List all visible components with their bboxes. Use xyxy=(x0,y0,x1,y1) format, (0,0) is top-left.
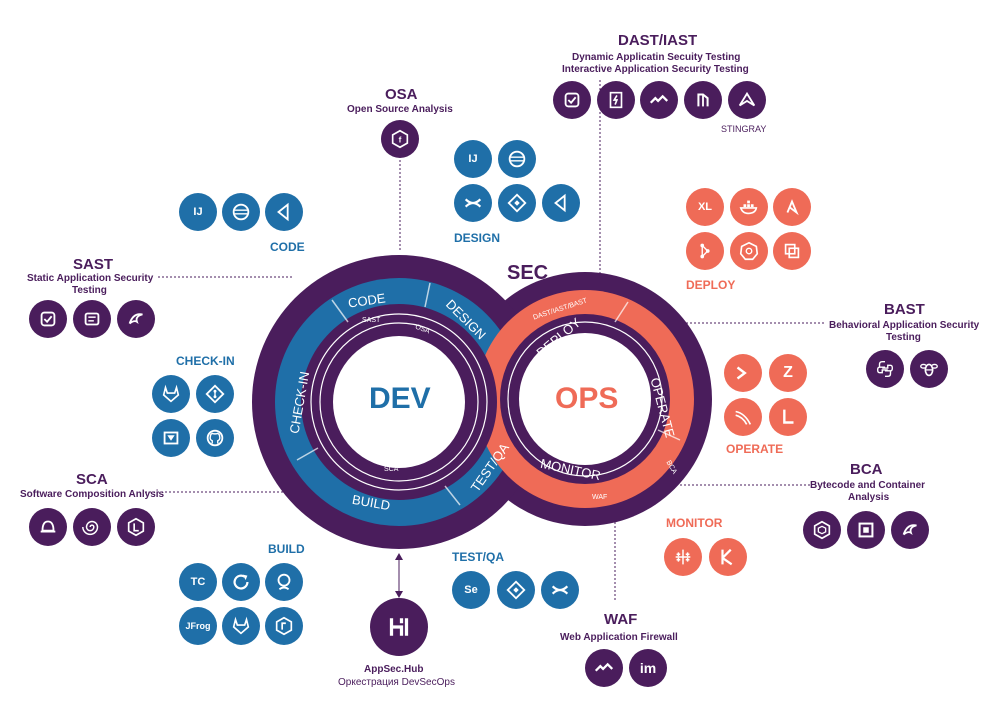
appsec-hub-logo-icon[interactable] xyxy=(370,598,428,656)
selenium-icon[interactable]: Se xyxy=(452,571,490,609)
jira-icon[interactable] xyxy=(497,571,535,609)
swoosh-logo-icon[interactable] xyxy=(724,398,762,436)
pipeline-icon[interactable] xyxy=(686,232,724,270)
eclipse-icon[interactable] xyxy=(498,140,536,178)
git-icon[interactable] xyxy=(196,375,234,413)
group-build-label: BUILD xyxy=(268,542,305,556)
inner-sast: SAST xyxy=(362,317,381,324)
elk-logo-icon[interactable] xyxy=(769,398,807,436)
sast-line1: Static Application Security xyxy=(27,273,154,284)
checkmark-shield-icon[interactable] xyxy=(29,300,67,338)
jenkins-icon[interactable] xyxy=(265,563,303,601)
square-frame-icon[interactable] xyxy=(847,511,885,549)
dev-label: DEV xyxy=(369,382,431,415)
tableau-icon[interactable] xyxy=(664,538,702,576)
gitlab-icon[interactable] xyxy=(222,607,260,645)
bee-icon[interactable] xyxy=(910,350,948,388)
bca-line1: Bytecode and Container xyxy=(810,480,926,491)
svg-text:f: f xyxy=(399,136,402,145)
group-deploy-label: DEPLOY xyxy=(686,278,736,292)
confluence-icon[interactable] xyxy=(541,571,579,609)
bca-title: BCA xyxy=(850,461,883,478)
teamcity-icon[interactable]: TC xyxy=(179,563,217,601)
github-icon[interactable] xyxy=(196,419,234,457)
bast-title: BAST xyxy=(884,301,925,318)
ops-label: OPS xyxy=(555,382,619,415)
osa-tool-icon[interactable]: f xyxy=(381,120,419,158)
osa-subtitle: Open Source Analysis xyxy=(347,104,453,115)
group-design-label: DESIGN xyxy=(454,231,501,245)
gitea-icon[interactable] xyxy=(152,419,190,457)
inner-sca: SCA xyxy=(384,466,399,473)
swirl-logo-icon[interactable] xyxy=(891,511,929,549)
spiral-logo-icon[interactable] xyxy=(73,508,111,546)
appsec-title: AppSec.Hub xyxy=(364,664,424,675)
bug-hat-icon[interactable] xyxy=(29,508,67,546)
imperva-icon[interactable]: im xyxy=(629,649,667,687)
circle-arrow-icon[interactable] xyxy=(222,563,260,601)
ops-center xyxy=(519,333,651,465)
stingray-icon[interactable] xyxy=(728,81,766,119)
zabbix-icon[interactable]: Z xyxy=(769,354,807,392)
kubernetes-icon[interactable] xyxy=(730,232,768,270)
openshift-cube-icon[interactable] xyxy=(773,232,811,270)
bast-line1: Behavioral Application Security xyxy=(829,320,980,331)
stingray-label: STINGRAY xyxy=(721,124,767,134)
python-icon[interactable] xyxy=(866,350,904,388)
netsparker-icon[interactable] xyxy=(684,81,722,119)
group-operate-label: OPERATE xyxy=(726,442,784,456)
jfrog-icon[interactable]: JFrog xyxy=(179,607,217,645)
checkmark-shield-icon[interactable] xyxy=(553,81,591,119)
inner-waf: WAF xyxy=(592,494,608,501)
bca-line2: Analysis xyxy=(848,492,890,503)
confluence-icon[interactable] xyxy=(454,184,492,222)
group-test-qa-label: TEST/QA xyxy=(452,550,505,564)
sca-subtitle: Software Composition Anlysis xyxy=(20,489,165,500)
xl-deploy-icon[interactable]: XL xyxy=(686,188,724,226)
lightning-doc-icon[interactable] xyxy=(597,81,635,119)
license-hex-icon[interactable] xyxy=(117,508,155,546)
visual-studio-icon[interactable] xyxy=(265,193,303,231)
container-scan-icon[interactable] xyxy=(803,511,841,549)
wave-logo-icon[interactable] xyxy=(585,649,623,687)
powershell-icon[interactable] xyxy=(724,354,762,392)
group-monitor-label: MONITOR xyxy=(666,516,723,530)
eclipse-icon[interactable] xyxy=(222,193,260,231)
waf-title: WAF xyxy=(604,611,638,628)
osa-title: OSA xyxy=(385,86,418,103)
docker-icon[interactable] xyxy=(730,188,768,226)
sast-title: SAST xyxy=(73,256,114,273)
sast-line2: Testing xyxy=(72,285,107,296)
dast-title: DAST/IAST xyxy=(618,32,698,49)
dev-center xyxy=(333,336,465,468)
group-check-in-label: CHECK-IN xyxy=(176,354,235,368)
visual-studio-icon[interactable] xyxy=(542,184,580,222)
intellij-icon[interactable]: IJ xyxy=(454,140,492,178)
bast-line2: Testing xyxy=(886,332,921,343)
dast-line2: Interactive Application Security Testing xyxy=(562,64,749,75)
ansible-icon[interactable] xyxy=(773,188,811,226)
swirl-logo-icon[interactable] xyxy=(117,300,155,338)
waf-subtitle: Web Application Firewall xyxy=(560,632,678,643)
group-code-label: CODE xyxy=(270,240,305,254)
sca-title: SCA xyxy=(76,471,108,488)
dast-line1: Dynamic Applicatin Secuity Testing xyxy=(572,52,741,63)
appsec-subtitle: Оркестрация DevSecOps xyxy=(338,677,455,688)
connector-lines xyxy=(145,80,825,602)
gitlab-icon[interactable] xyxy=(152,375,190,413)
jira-icon[interactable] xyxy=(498,184,536,222)
kibana-icon[interactable] xyxy=(709,538,747,576)
intellij-icon[interactable]: IJ xyxy=(179,193,217,231)
wave-logo-icon[interactable] xyxy=(640,81,678,119)
document-scan-icon[interactable] xyxy=(73,300,111,338)
sec-label: SEC xyxy=(507,262,549,284)
nexus-icon[interactable] xyxy=(265,607,303,645)
